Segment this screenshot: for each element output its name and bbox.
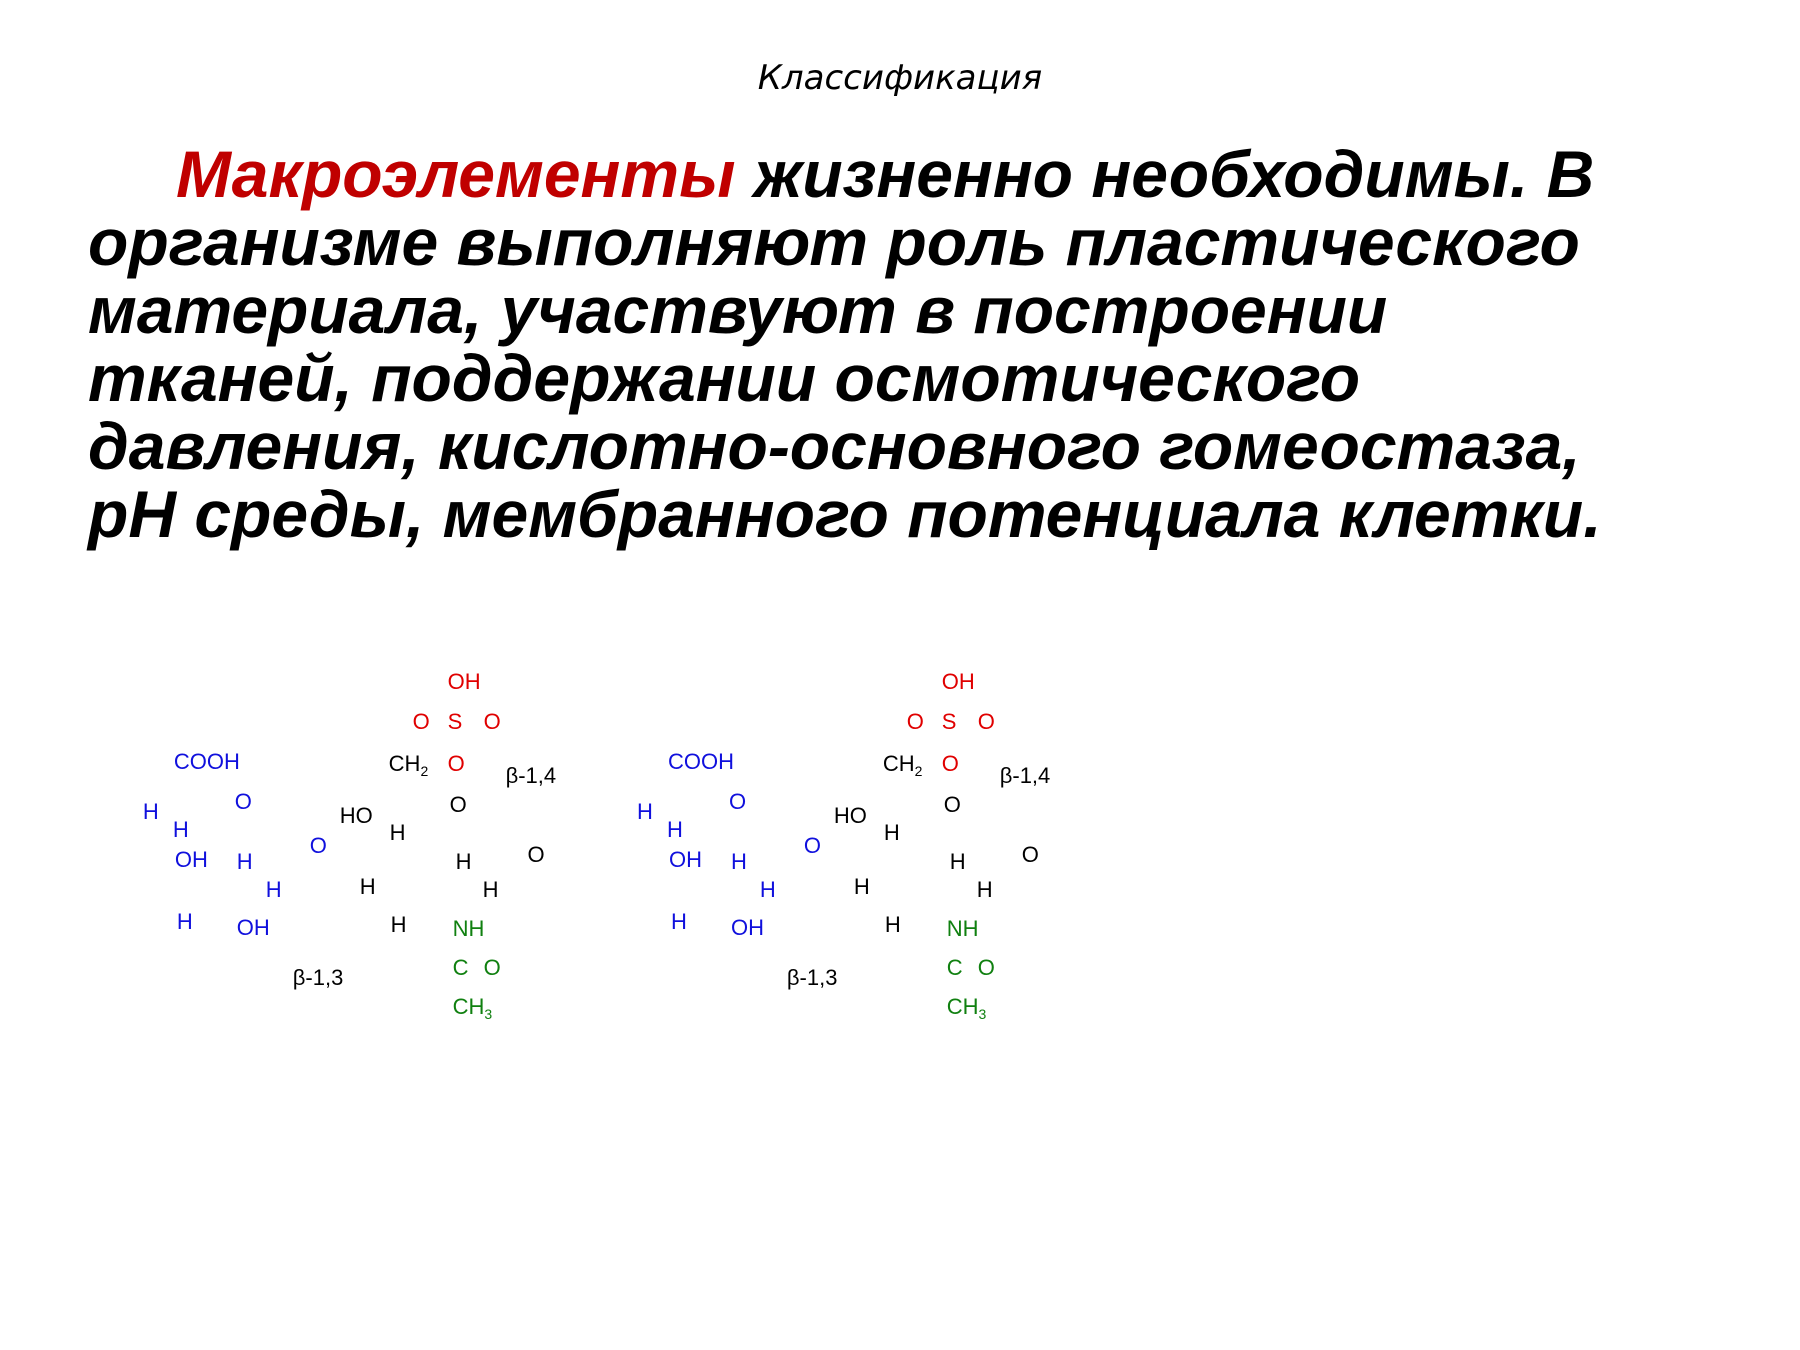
paragraph-line-4: тканей, поддержании осмотического bbox=[88, 341, 1361, 415]
formula-atom-2-10: H bbox=[637, 799, 653, 825]
formula-atom-1-15: O bbox=[309, 833, 327, 859]
formula-atom-2-29: β-1,3 bbox=[786, 965, 838, 991]
formula-atom-1-18: H bbox=[455, 849, 472, 875]
formula-atom-2-22: H bbox=[976, 877, 993, 903]
formula-atom-2-26: NH bbox=[946, 916, 979, 942]
formula-atom-2-11: H bbox=[667, 817, 683, 843]
formula-atom-2-6: CH2 bbox=[882, 751, 923, 780]
formula-atom-2-19: O bbox=[1021, 842, 1039, 868]
formula-atom-1-5: COOH bbox=[173, 749, 240, 775]
formula-atom-2-14: H bbox=[883, 820, 900, 846]
paragraph-line-6: рН среды, мембранного потенциала клетки. bbox=[88, 477, 1602, 551]
formula-atom-1-22: H bbox=[482, 877, 499, 903]
formula-subscript: 2 bbox=[420, 763, 429, 780]
formula-atom-1-29: β-1,3 bbox=[292, 965, 344, 991]
formula-atom-1-19: O bbox=[527, 842, 545, 868]
formula-subscript: 3 bbox=[484, 1006, 493, 1023]
formula-atom-2-28: O bbox=[977, 955, 995, 981]
formula-atom-2-17: H bbox=[730, 849, 747, 875]
formula-atom-2-16: OH bbox=[669, 847, 702, 873]
formula-atom-1-24: OH bbox=[236, 915, 270, 941]
formula-atom-2-27: C bbox=[946, 955, 963, 981]
formula-atom-2-21: H bbox=[853, 874, 870, 900]
formula-atom-2-9: O bbox=[728, 789, 747, 815]
main-paragraph: Макроэлементы жизненно необходимы. В орг… bbox=[88, 140, 1748, 548]
formula-atom-1-6: CH2 bbox=[388, 751, 429, 780]
formula-atom-1-30: CH3 bbox=[452, 994, 493, 1023]
formula-atom-2-2: O bbox=[906, 709, 924, 735]
formula-atom-1-11: H bbox=[172, 817, 189, 843]
formula-atom-2-15: O bbox=[803, 833, 822, 859]
formula-atom-1-28: O bbox=[483, 955, 501, 981]
formula-atom-1-2: O bbox=[412, 709, 430, 735]
formula-atom-2-23: H bbox=[671, 909, 687, 935]
formula-atom-2-8: β-1,4 bbox=[999, 763, 1051, 789]
formula-atom-1-27: C bbox=[452, 955, 469, 981]
formula-subscript: 3 bbox=[978, 1006, 987, 1023]
slide-title: Классификация bbox=[757, 58, 1043, 98]
formula-subscript: 2 bbox=[914, 763, 923, 780]
formula-atom-1-25: H bbox=[390, 912, 407, 938]
formula-atom-1-13: O bbox=[449, 792, 467, 818]
formula-atom-2-25: H bbox=[884, 912, 901, 938]
formula-atom-2-12: HO bbox=[833, 803, 867, 829]
formula-atom-1-3: S bbox=[447, 709, 463, 735]
formula-atom-2-5: COOH bbox=[668, 749, 734, 775]
paragraph-line-5: давления, кислотно-основного гомеостаза, bbox=[88, 409, 1581, 483]
formula-atom-1-26: NH bbox=[452, 916, 485, 942]
line-1-rest: жизненно необходимы. В bbox=[735, 137, 1595, 211]
formula-atom-1-12: HO bbox=[339, 803, 373, 829]
formula-atom-2-7: O bbox=[941, 751, 959, 777]
formula-atom-1-7: O bbox=[447, 751, 465, 777]
formula-atom-1-4: O bbox=[483, 709, 501, 735]
formula-atom-1-21: H bbox=[359, 874, 376, 900]
formula-atom-1-23: H bbox=[176, 909, 193, 935]
formula-atom-1-1: OH bbox=[447, 669, 481, 695]
formula-atom-1-16: OH bbox=[174, 847, 208, 873]
formula-atom-2-20: H bbox=[759, 877, 776, 903]
highlight-term: Макроэлементы bbox=[176, 137, 736, 211]
formula-atom-1-20: H bbox=[265, 877, 282, 903]
formula-atom-2-3: S bbox=[941, 709, 957, 735]
formula-atom-1-8: β-1,4 bbox=[505, 763, 557, 789]
formula-atom-2-30: CH3 bbox=[946, 994, 987, 1023]
paragraph-line-3: материала, участвуют в построении bbox=[88, 273, 1388, 347]
formula-atom-1-14: H bbox=[389, 820, 406, 846]
formula-atom-1-10: H bbox=[142, 799, 159, 825]
formula-atom-1-9: O bbox=[234, 789, 252, 815]
paragraph-line-2: организме выполняют роль пластического bbox=[88, 205, 1580, 279]
formula-atom-2-24: OH bbox=[730, 915, 764, 941]
paragraph-line-1: Макроэлементы жизненно необходимы. В bbox=[88, 140, 1748, 208]
formula-atom-2-13: O bbox=[943, 792, 961, 818]
formula-atom-1-17: H bbox=[236, 849, 253, 875]
formula-atom-2-18: H bbox=[949, 849, 966, 875]
formula-atom-2-4: O bbox=[977, 709, 995, 735]
formula-atom-2-1: OH bbox=[941, 669, 975, 695]
